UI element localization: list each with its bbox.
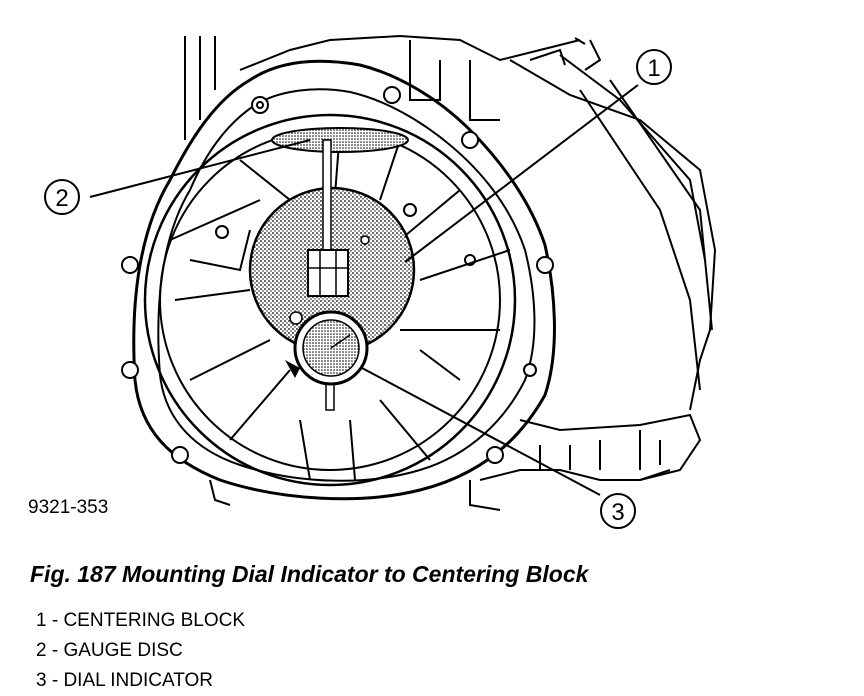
gauge-disc bbox=[271, 127, 409, 153]
transmission-adapter-illustration: 1 2 3 bbox=[44, 34, 717, 529]
callout-2: 2 bbox=[44, 179, 80, 215]
engine-block bbox=[184, 34, 717, 511]
dial-indicator bbox=[285, 310, 369, 411]
adapter-ribs bbox=[169, 129, 511, 481]
figure-caption: Fig. 187 Mounting Dial Indicator to Cent… bbox=[30, 561, 589, 587]
centering-block bbox=[248, 139, 416, 354]
legend-item: 1 - CENTERING BLOCK bbox=[36, 610, 246, 631]
legend: 1 - CENTERING BLOCK 2 - GAUGE DISC 3 - D… bbox=[36, 606, 245, 696]
svg-text:1: 1 bbox=[647, 55, 660, 82]
svg-text:2: 2 bbox=[55, 185, 68, 212]
drawing-code: 9321-353 bbox=[28, 497, 109, 518]
svg-text:3: 3 bbox=[611, 499, 624, 526]
leader-lines bbox=[89, 84, 639, 496]
legend-item: 3 - DIAL INDICATOR bbox=[36, 670, 214, 691]
legend-item: 2 - GAUGE DISC bbox=[36, 640, 183, 661]
bolt-holes bbox=[121, 86, 554, 464]
callout-3: 3 bbox=[600, 493, 636, 529]
callout-1: 1 bbox=[636, 49, 672, 85]
